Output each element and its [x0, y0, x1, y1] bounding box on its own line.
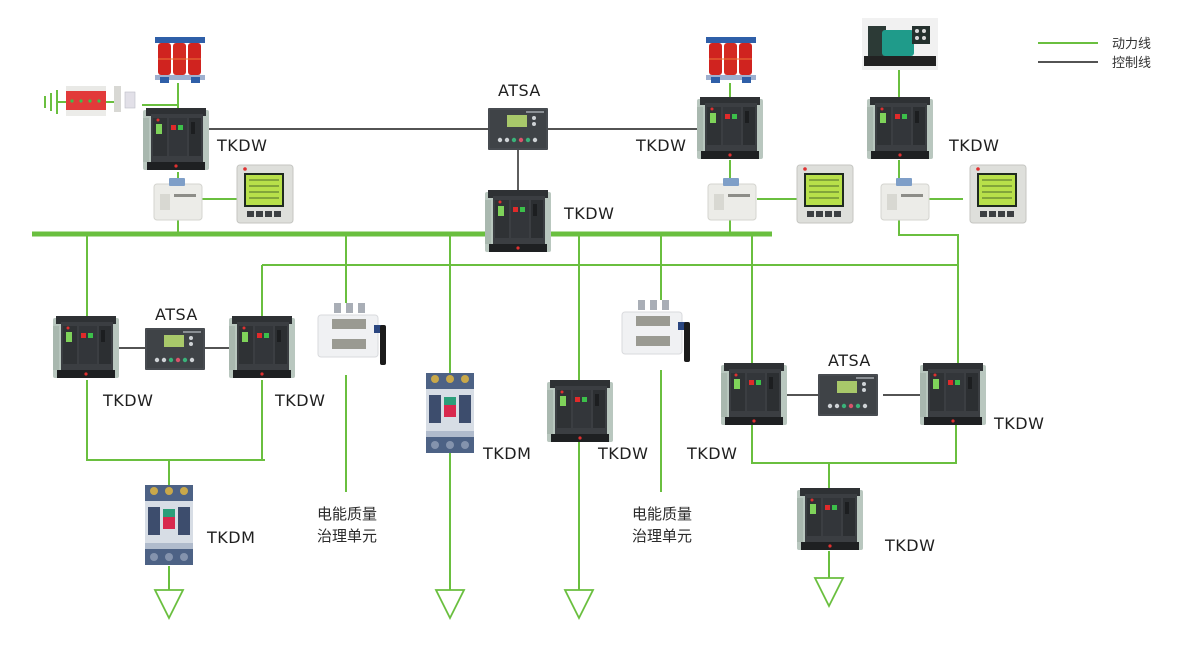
power-meter-icon — [969, 164, 1027, 224]
surge-protector-icon — [66, 86, 106, 116]
transformer-icon — [705, 36, 757, 84]
molded-case-breaker-icon — [426, 373, 474, 453]
air-circuit-breaker-icon — [53, 316, 119, 378]
tkdw-label: TKDW — [635, 136, 686, 155]
tkdw-label: TKDW — [274, 391, 325, 410]
atsa-label: ATSA — [828, 351, 871, 370]
air-circuit-breaker-icon — [920, 363, 986, 425]
legend-power-line-label: 动力线 — [1112, 37, 1151, 52]
ats-controller-icon — [144, 327, 206, 371]
air-circuit-breaker-icon — [697, 97, 763, 159]
control-wiring — [119, 128, 920, 396]
load-arrow-icon — [814, 577, 844, 607]
power-wiring — [32, 70, 963, 590]
isolating-switch-icon — [317, 302, 387, 366]
current-transformer-icon — [880, 177, 930, 221]
tkdw-label: TKDW — [102, 391, 153, 410]
molded-case-breaker-icon — [145, 485, 193, 565]
tkdw-label: TKDW — [948, 136, 999, 155]
transformer-icon — [154, 36, 206, 84]
tkdw-label: TKDW — [993, 414, 1044, 433]
load-arrow-icon — [564, 589, 594, 619]
pq-unit-label-line1: 电能质量 — [632, 505, 692, 523]
legend-control-line-label: 控制线 — [1112, 56, 1151, 71]
air-circuit-breaker-icon — [485, 190, 551, 252]
pq-unit-label-line2: 治理单元 — [632, 527, 692, 545]
load-arrow-icon — [154, 589, 184, 619]
ats-controller-icon — [817, 373, 879, 417]
pq-unit-label-line1: 电能质量 — [317, 505, 377, 523]
tkdw-label: TKDW — [686, 444, 737, 463]
load-arrow-icon — [435, 589, 465, 619]
tkdm-label: TKDM — [482, 444, 531, 463]
tkdw-label: TKDW — [216, 136, 267, 155]
tkdw-label: TKDW — [884, 536, 935, 555]
air-circuit-breaker-icon — [867, 97, 933, 159]
ground-icon — [44, 90, 58, 114]
air-circuit-breaker-icon — [797, 488, 863, 550]
air-circuit-breaker-icon — [547, 380, 613, 442]
air-circuit-breaker-icon — [229, 316, 295, 378]
tkdw-label: TKDW — [563, 204, 614, 223]
tkdm-label: TKDM — [206, 528, 255, 547]
current-transformer-icon — [153, 177, 203, 221]
atsa-label: ATSA — [498, 81, 541, 100]
air-circuit-breaker-icon — [143, 108, 209, 170]
generator-icon — [862, 18, 938, 70]
ats-controller-icon — [487, 107, 549, 151]
pq-unit-label-line2: 治理单元 — [317, 527, 377, 545]
isolating-switch-icon — [621, 299, 691, 363]
air-circuit-breaker-icon — [721, 363, 787, 425]
tkdw-label: TKDW — [597, 444, 648, 463]
power-meter-icon — [236, 164, 294, 224]
power-meter-icon — [796, 164, 854, 224]
fuse-icon — [114, 86, 136, 112]
current-transformer-icon — [707, 177, 757, 221]
legend: 动力线 控制线 — [1038, 37, 1151, 71]
atsa-label: ATSA — [155, 305, 198, 324]
